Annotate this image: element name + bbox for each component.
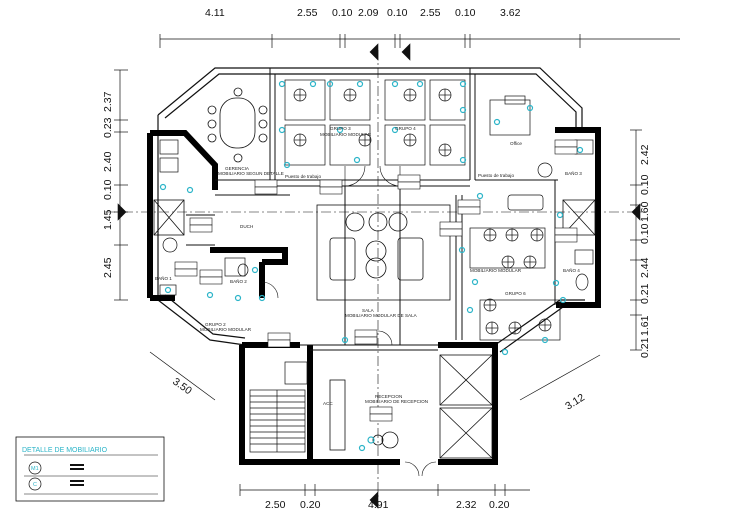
room-label-gerencia: GERENCIA [225, 166, 250, 171]
room-label-offices: Office [510, 141, 522, 146]
room-label-grupo-b: GRUPO 4 [395, 126, 416, 131]
dim-right-8: 0.21 [639, 337, 651, 358]
workstation-cluster-right [469, 95, 561, 341]
room-sublabel-grupo-a: MOBILIARIO MODULAR [320, 132, 372, 137]
room-sublabel-recepcion: MOBILIARIO DE RECEPCION [365, 399, 428, 404]
dim-right-2: 0.10 [639, 174, 651, 195]
inner-partitions [186, 68, 558, 351]
room-label-bano-1: BAÑO 1 [155, 275, 172, 281]
dim-bottom-1: 2.50 [265, 499, 286, 511]
dim-top-8: 3.62 [500, 7, 521, 19]
left-dimension-line [114, 69, 128, 301]
dim-bottom-4: 2.32 [456, 499, 477, 511]
dim-right-4: 0.10 [639, 223, 651, 244]
legend-box [15, 436, 165, 502]
room-label-bano-4: BAÑO 4 [563, 267, 580, 273]
dim-left-1: 2.37 [102, 91, 114, 112]
dim-left-5: 1.45 [102, 209, 114, 230]
room-label-grupo-a: GRUPO 3 [330, 126, 351, 131]
dim-left-2: 0.23 [102, 117, 114, 138]
room-label-recepcion: RECEPCION [375, 394, 402, 399]
dim-diag-right: 3.12 [563, 391, 587, 412]
staircase [249, 361, 308, 453]
room-sublabel-gerencia: MOBILIARIO SEGUN DETALLE [218, 171, 284, 176]
right-dimension-labels: 2.42 0.10 1.60 0.10 2.44 0.21 1.61 0.21 [639, 144, 651, 358]
gerencia-furniture [207, 87, 268, 163]
dim-top-6: 2.55 [420, 7, 441, 19]
room-label-duch: DUCH [240, 224, 253, 229]
dim-right-1: 2.42 [639, 144, 651, 165]
dim-top-1: 4.11 [205, 7, 225, 19]
room-label-sala: SALA [362, 308, 375, 313]
legend-row-1: M1 [31, 466, 39, 472]
dim-top-4: 2.09 [358, 7, 379, 19]
workstation-chairs-top [293, 88, 452, 157]
room-label-puesto-a: Puesto de trabajo [478, 173, 514, 178]
dim-top-2: 2.55 [297, 7, 318, 19]
legend-row-2: C [33, 482, 37, 488]
room-tags [174, 139, 578, 422]
legend-title: DETALLE DE MOBILIARIO [22, 447, 108, 454]
dim-right-5: 2.44 [639, 257, 651, 278]
room-label-acc: ACC [323, 401, 333, 406]
dim-left-3: 2.40 [102, 151, 114, 172]
dim-top-3: 0.10 [332, 7, 353, 19]
room-label-grupo-left: GRUPO 2 [205, 322, 226, 327]
dim-bottom-2: 0.20 [300, 499, 321, 511]
workstation-chairs-right [483, 228, 552, 335]
room-sublabel-sala: MOBILIARIO MODULAR DE SALA [345, 313, 418, 318]
left-dimension-labels: 2.37 0.23 2.40 0.10 1.45 2.45 [102, 91, 114, 278]
room-sublabel-grupo-right: MOBILIARIO MODULAR [470, 268, 522, 273]
thick-walls [147, 127, 601, 465]
room-label-grupo-right: GRUPO 6 [505, 291, 526, 296]
cyan-fixtures-reception [341, 336, 375, 452]
cyan-fixtures-top [278, 80, 467, 169]
dim-right-6: 0.21 [639, 283, 651, 304]
dim-left-4: 0.10 [102, 179, 114, 200]
dim-right-7: 1.61 [639, 315, 651, 336]
cyan-fixtures-left [159, 183, 266, 302]
sala-furniture [316, 204, 451, 301]
dim-diag-left: 3.50 [170, 376, 194, 398]
reception-furniture [329, 379, 399, 451]
room-label-bano-3: BAÑO 3 [565, 170, 582, 176]
room-sublabel-grupo-left: MOBILIARIO MODULAR [200, 327, 252, 332]
workstation-cluster-top [284, 79, 466, 166]
room-label-bano-2: BAÑO 2 [230, 278, 247, 284]
cyan-fixtures-right [458, 104, 584, 356]
dim-top-5: 0.10 [387, 7, 408, 19]
top-dimension-line [159, 34, 680, 48]
bathroom-fixtures-left [159, 139, 249, 296]
doors-center [261, 165, 437, 477]
room-label-puesto-b: Puesto de trabajo [285, 174, 321, 179]
dim-top-7: 0.10 [455, 7, 476, 19]
diagonal-dimension-right [519, 354, 601, 401]
diagonal-dimension-left [149, 351, 216, 401]
bottom-dimension-line [239, 484, 530, 496]
dim-bottom-5: 0.20 [489, 499, 510, 511]
duct-shafts [153, 199, 596, 236]
elevator-shafts [439, 354, 493, 459]
dim-right-3: 1.60 [639, 201, 651, 222]
dim-left-6: 2.45 [102, 257, 114, 278]
